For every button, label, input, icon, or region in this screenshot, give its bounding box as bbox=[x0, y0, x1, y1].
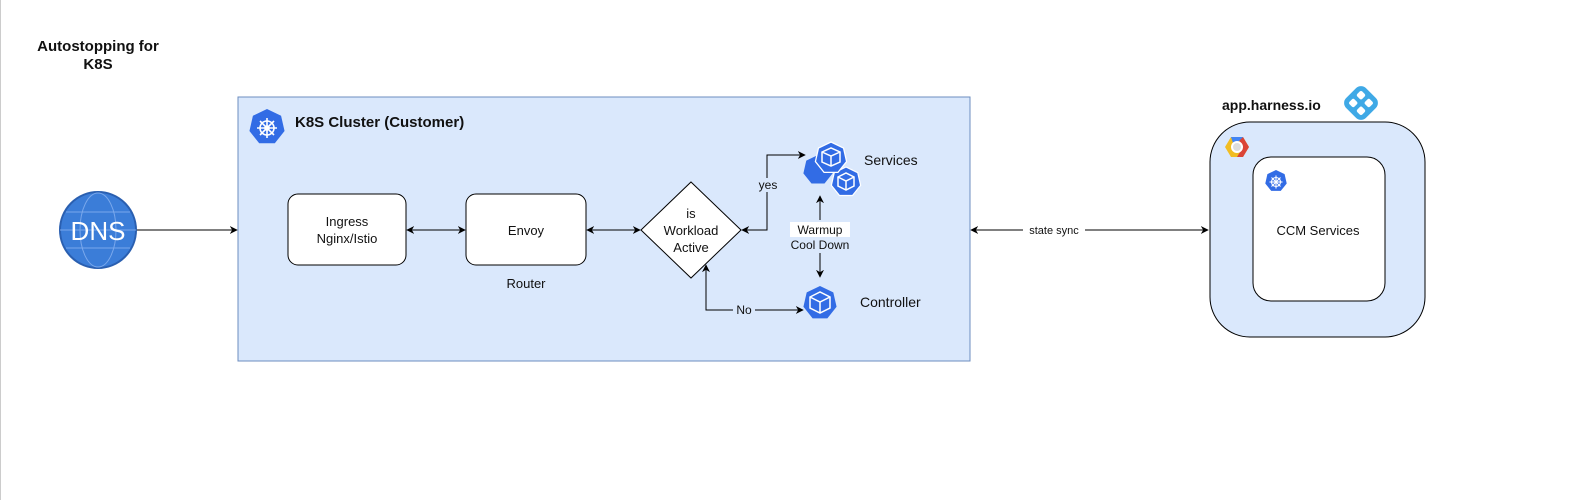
helm-wheel-glyph bbox=[1269, 175, 1283, 189]
ccm-services-label: CCM Services bbox=[1276, 223, 1360, 238]
harness-title: app.harness.io bbox=[1222, 97, 1321, 113]
state-sync-label: state sync bbox=[1029, 225, 1079, 237]
yes-label-bg bbox=[756, 178, 780, 192]
envoy-node[interactable] bbox=[465, 193, 587, 266]
dns-globe-icon[interactable]: DNS bbox=[59, 191, 137, 269]
yes-edge bbox=[741, 151, 806, 234]
no-label: No bbox=[736, 303, 752, 317]
warmup-label-bg bbox=[790, 222, 850, 237]
workload-active-decision[interactable] bbox=[640, 181, 742, 279]
diagram-title-line1: Autostopping for bbox=[37, 38, 159, 55]
helm-wheel-glyph bbox=[257, 118, 277, 138]
kubernetes-pod-icon[interactable] bbox=[803, 286, 837, 319]
ingress-label: Ingress bbox=[326, 214, 369, 229]
ccm-services-node[interactable] bbox=[1252, 156, 1386, 302]
decision-line3: Active bbox=[673, 240, 708, 255]
ingress-sublabel: Nginx/Istio bbox=[317, 231, 378, 246]
kubernetes-pod-icon[interactable] bbox=[803, 142, 860, 196]
envoy-caption: Router bbox=[506, 276, 546, 291]
controller-label: Controller bbox=[860, 294, 921, 310]
cooldown-label: Cool Down bbox=[791, 238, 850, 252]
no-edge bbox=[702, 264, 804, 314]
yes-label: yes bbox=[759, 178, 778, 192]
state-sync-label-bg bbox=[1023, 223, 1085, 237]
no-label-bg bbox=[733, 303, 755, 317]
dns-label: DNS bbox=[71, 216, 126, 246]
diagram-title-line2: K8S bbox=[83, 56, 112, 73]
gcp-icon bbox=[1225, 137, 1249, 157]
decision-line2: Workload bbox=[664, 223, 719, 238]
harness-logo-icon bbox=[1344, 86, 1378, 120]
envoy-label: Envoy bbox=[508, 223, 545, 238]
services-label: Services bbox=[864, 152, 918, 168]
cluster-title: K8S Cluster (Customer) bbox=[295, 114, 464, 131]
ingress-node[interactable] bbox=[287, 193, 407, 266]
decision-line1: is bbox=[686, 206, 696, 221]
warmup-label: Warmup bbox=[798, 223, 843, 237]
